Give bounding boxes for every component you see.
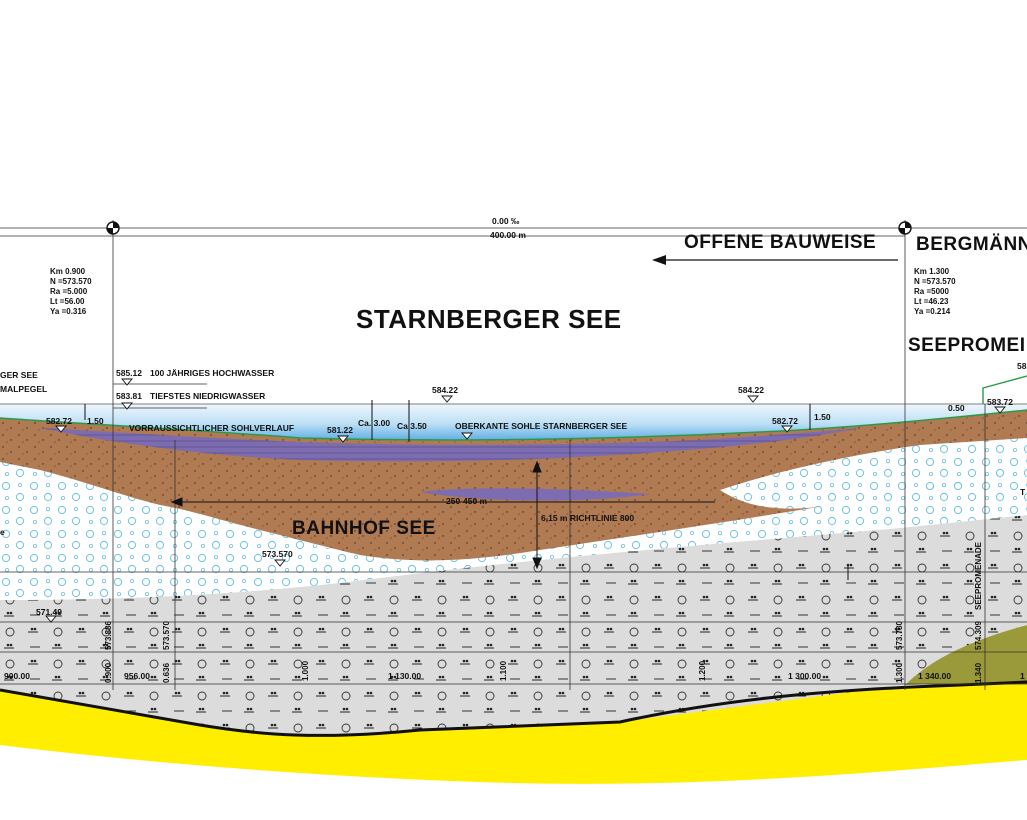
level-markers [45,378,1006,623]
construction-mining-label: BERGMÄNN [916,234,1027,255]
vlabel-1300: 1.300 [895,662,904,683]
km-right-ya: Ya =0.214 [914,307,951,316]
ca-300: Ca. 3.00 [358,418,390,428]
gradient-length: 400.00 m [490,230,526,240]
construction-open-label: OFFENE BAUWEISE [684,232,876,253]
promenade-title: SEEPROMEI [908,335,1025,356]
right-bed-level: 582.72 [772,416,798,426]
vlabel-573780: 573.780 [895,621,904,650]
km-marker-right [898,221,912,235]
km-right-km: Km 1.300 [914,267,950,276]
vlabel-1340: 1.340 [974,662,983,683]
expected-bed-label: VORRAUSSICHTLICHER SOHLVERLAUF [129,423,294,433]
low-label: TIEFSTES NIEDRIGWASSER [150,391,265,401]
vlabel-574309: 574.309 [974,621,983,650]
vlabel-1100: 1.100 [499,660,508,681]
vlabel-573570: 573.570 [162,621,171,650]
ca-350: Ca 3.50 [397,421,427,431]
km-left-ya: Ya =0.316 [50,307,87,316]
left-cut-label-2: MALPEGEL [0,384,47,394]
silt-hatch [0,515,1027,736]
km-left-km: Km 0.900 [50,267,86,276]
station-length: 250-450 m [446,496,488,506]
guideline-label: 6,15 m RICHTLINIE 800 [541,513,634,523]
station-1300: 1 300.00 [788,671,821,681]
km-marker-left [106,221,120,235]
station-1340: 1 340.00 [918,671,951,681]
km-right-n: N =573.570 [914,277,956,286]
right-cut-level: 58 [1017,361,1027,371]
flood-label: 100 JÄHRIGES HOCHWASSER [150,368,274,378]
station-next: 1 [1020,671,1025,681]
right-bed-depth: 1.50 [814,412,831,422]
labels: 0.00 ‰ 400.00 m OFFENE BAUWEISE BERGMÄNN… [0,216,1027,683]
vlabel-seepromenade: SEEPROMENADE [974,541,983,610]
left-cut-label-1: GER SEE [0,370,38,380]
gradient-slope: 0.00 ‰ [492,216,520,226]
dimension-arrows [84,400,849,580]
bed-top-edge-label: OBERKANTE SOHLE STARNBERGER SEE [455,421,628,431]
vlabel-0900: 0.900 [104,662,113,683]
reference-lines [0,227,1027,685]
tunnel-invert [0,680,1027,737]
mid-bed-level: 581.22 [327,425,353,435]
station-1130: 1 130.00 [388,671,421,681]
deep-level: 571.49 [36,607,62,617]
station-900: 900.00 [4,671,30,681]
lake-sediment-lens [420,488,650,501]
flood-level: 585.12 [116,368,142,378]
vlabel-573886: 573.886 [104,621,113,650]
surface-level-1: 584.22 [432,385,458,395]
lake-title: STARNBERGER SEE [356,304,622,334]
station-956: 956.00 [124,671,150,681]
station-title: BAHNHOF SEE [292,518,436,539]
km-right-ra: Ra =5000 [914,287,949,296]
km-left-lt: Lt =56.00 [50,297,85,306]
gravel-lens-right [720,438,1027,509]
vlabel-0636: 0.636 [162,662,171,683]
bedrock-yellow [0,682,1027,784]
right-offset: 0.50 [948,403,965,413]
km-left-n: N =573.570 [50,277,92,286]
vertical-lines [112,220,986,690]
surface-level-2: 584.22 [738,385,764,395]
left-edge-mark: e [0,527,5,537]
km-left-ra: Ra =5.000 [50,287,88,296]
km-right-lt: Lt =46.23 [914,297,949,306]
right-level: 583.72 [987,397,1013,407]
vlabel-1000: 1.000 [301,660,310,681]
rail-level: 573.570 [262,549,293,559]
right-edge-mark: T [1020,487,1026,497]
construction-arrow [652,255,898,265]
vlabel-1200: 1.200 [698,660,707,681]
left-bed-level: 582.72 [46,416,72,426]
left-bed-depth: 1.50 [87,416,104,426]
gravel-hatch [0,460,1027,600]
low-level: 583.81 [116,391,142,401]
olive-rock [905,625,1027,685]
